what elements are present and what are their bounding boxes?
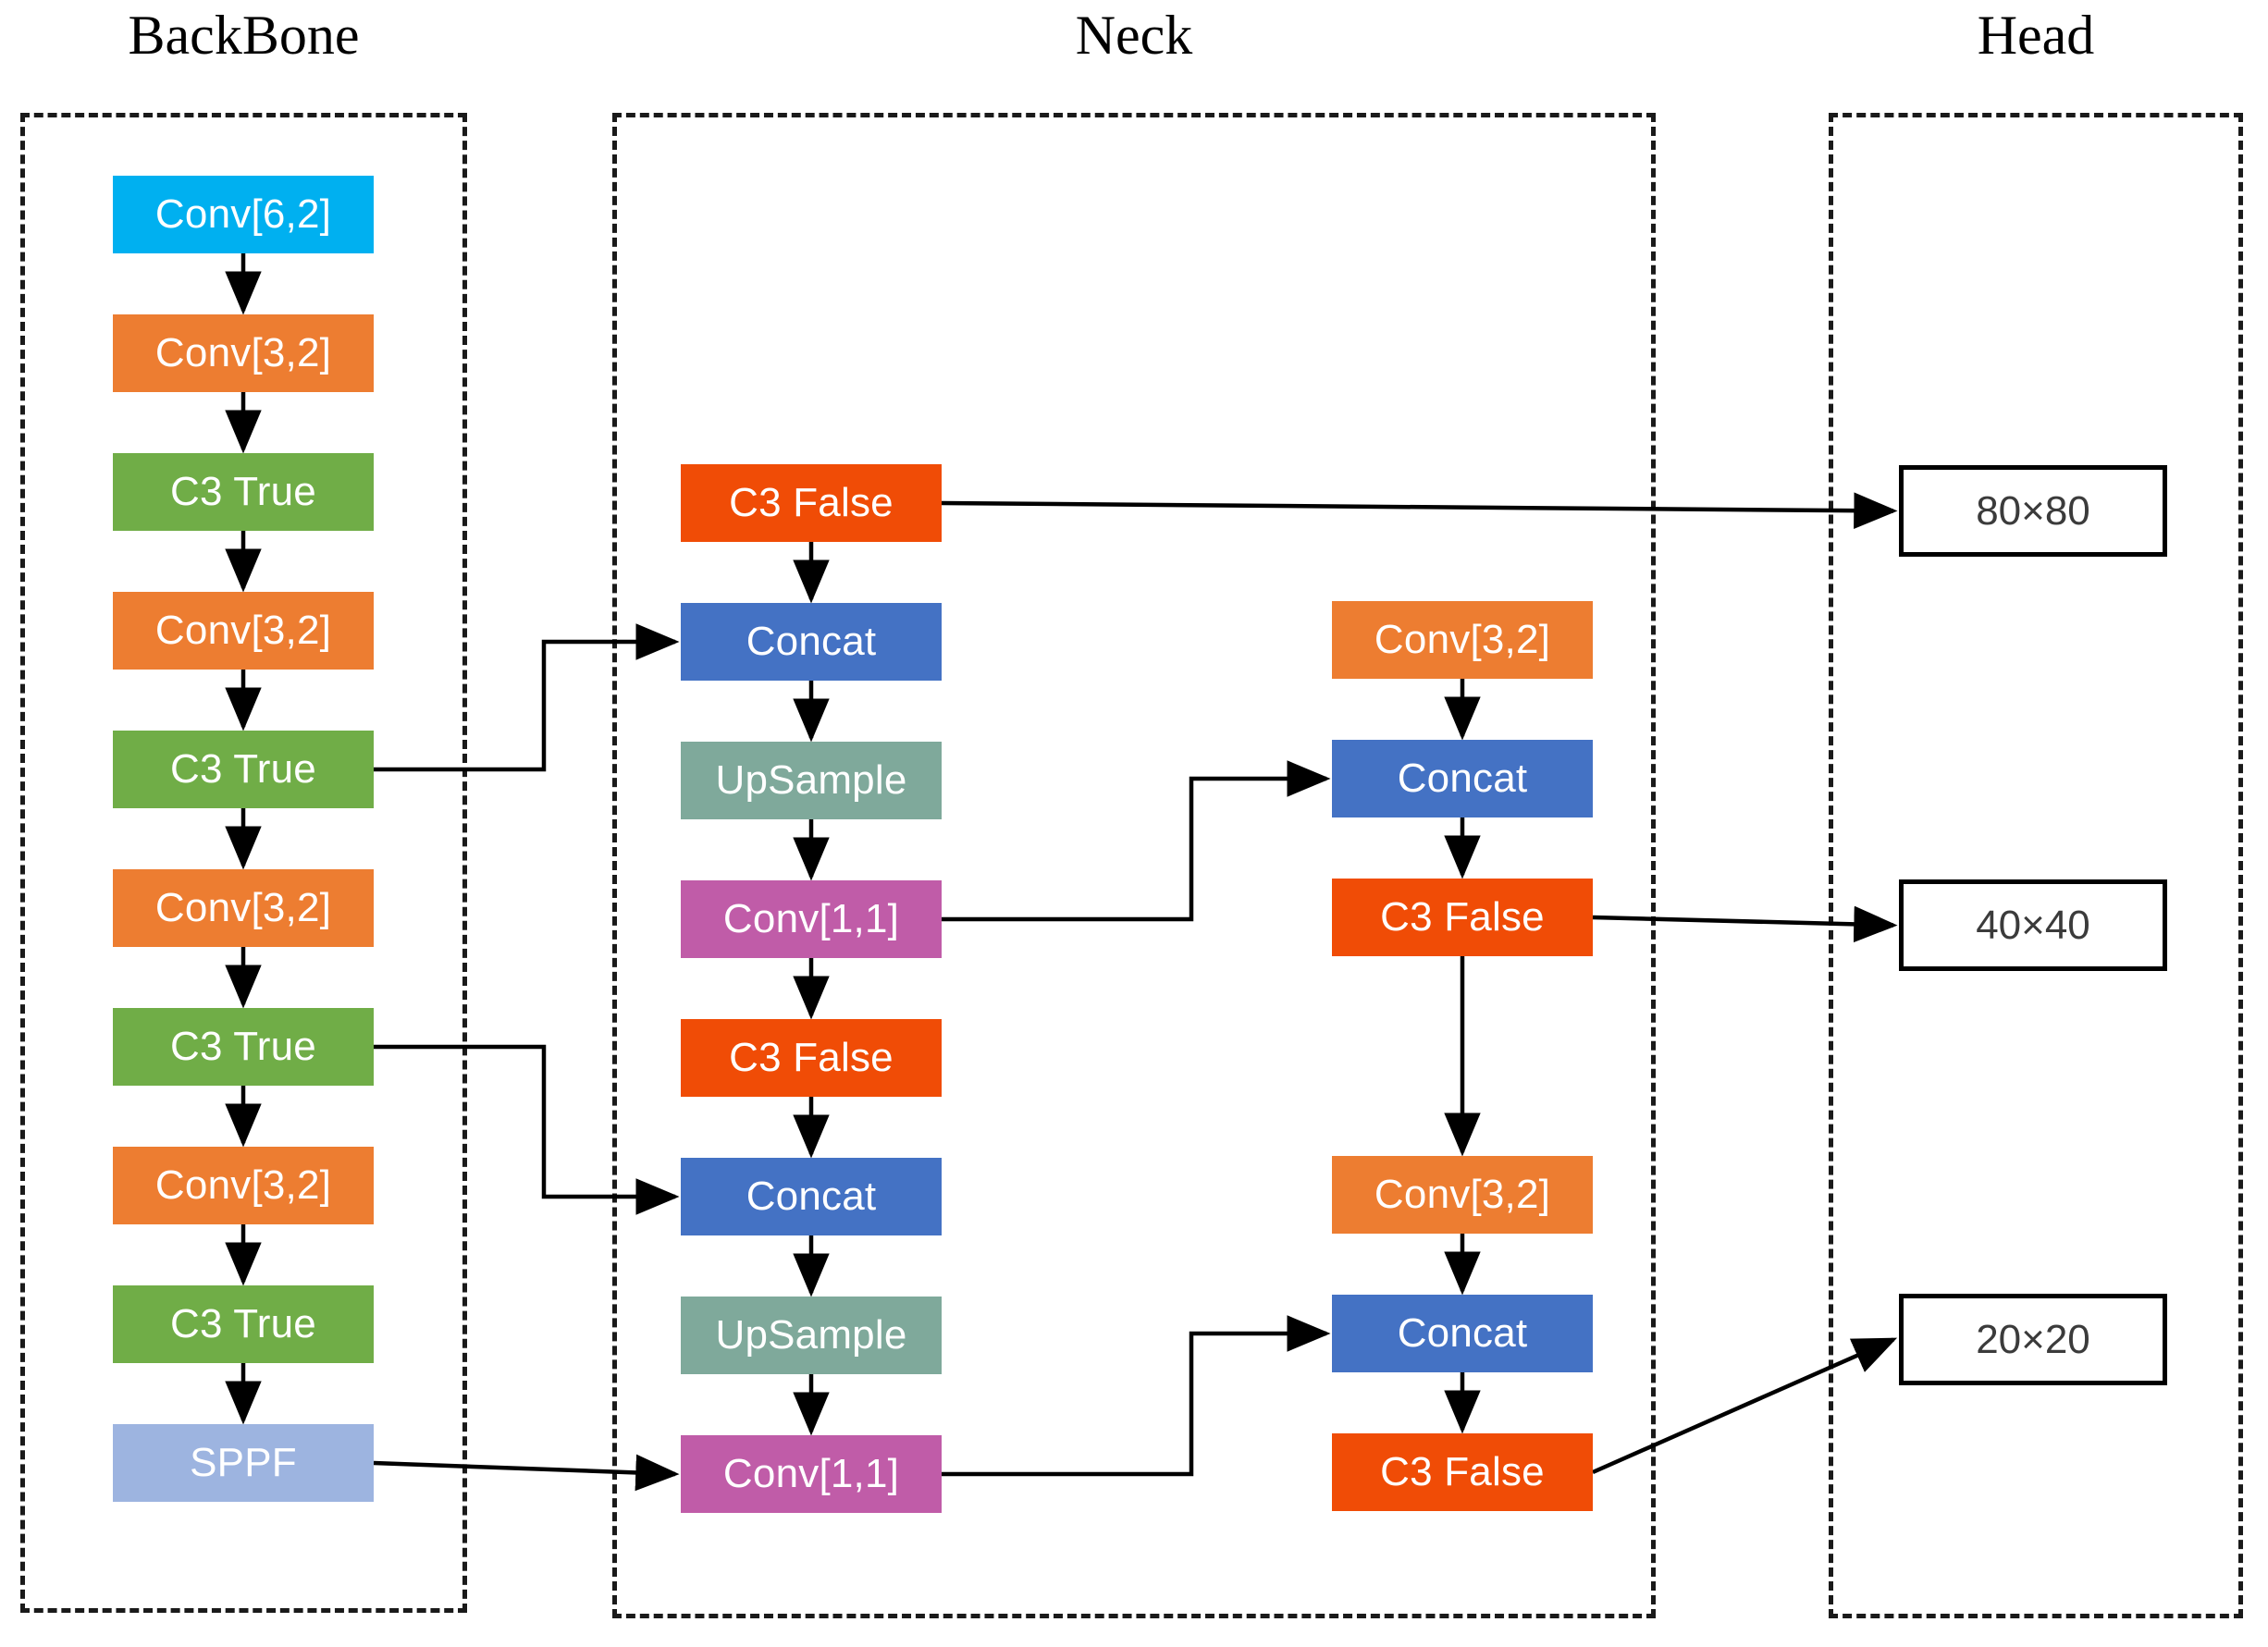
backbone-node-6[interactable]: C3 True bbox=[113, 1008, 374, 1086]
neck-right-node-3[interactable]: Conv[3,2] bbox=[1332, 1156, 1593, 1234]
neck-left-node-3[interactable]: Conv[1,1] bbox=[681, 880, 942, 958]
backbone-node-5[interactable]: Conv[3,2] bbox=[113, 869, 374, 947]
neck-right-node-0[interactable]: Conv[3,2] bbox=[1332, 601, 1593, 679]
backbone-node-9[interactable]: SPPF bbox=[113, 1424, 374, 1502]
neck-left-node-6[interactable]: UpSample bbox=[681, 1297, 942, 1374]
neck-right-node-4[interactable]: Concat bbox=[1332, 1295, 1593, 1372]
backbone-node-8[interactable]: C3 True bbox=[113, 1285, 374, 1363]
backbone-node-3[interactable]: Conv[3,2] bbox=[113, 592, 374, 670]
neck-right-node-2[interactable]: C3 False bbox=[1332, 879, 1593, 956]
neck-left-node-4[interactable]: C3 False bbox=[681, 1019, 942, 1097]
head-output-2[interactable]: 20×20 bbox=[1899, 1294, 2167, 1385]
neck-left-node-0[interactable]: C3 False bbox=[681, 464, 942, 542]
section-title-head: Head bbox=[1977, 5, 2095, 66]
backbone-node-1[interactable]: Conv[3,2] bbox=[113, 314, 374, 392]
neck-left-node-5[interactable]: Concat bbox=[681, 1158, 942, 1235]
head-output-1[interactable]: 40×40 bbox=[1899, 879, 2167, 971]
backbone-node-4[interactable]: C3 True bbox=[113, 731, 374, 808]
neck-left-node-7[interactable]: Conv[1,1] bbox=[681, 1435, 942, 1513]
group-box-neck bbox=[612, 113, 1656, 1618]
neck-left-node-2[interactable]: UpSample bbox=[681, 742, 942, 819]
section-title-backbone: BackBone bbox=[128, 5, 360, 66]
neck-right-node-1[interactable]: Concat bbox=[1332, 740, 1593, 817]
section-title-neck: Neck bbox=[1075, 5, 1193, 66]
backbone-node-2[interactable]: C3 True bbox=[113, 453, 374, 531]
neck-right-node-5[interactable]: C3 False bbox=[1332, 1433, 1593, 1511]
group-box-backbone bbox=[20, 113, 467, 1613]
group-box-head bbox=[1829, 113, 2243, 1618]
backbone-node-7[interactable]: Conv[3,2] bbox=[113, 1147, 374, 1224]
neck-left-node-1[interactable]: Concat bbox=[681, 603, 942, 681]
head-output-0[interactable]: 80×80 bbox=[1899, 465, 2167, 557]
backbone-node-0[interactable]: Conv[6,2] bbox=[113, 176, 374, 253]
